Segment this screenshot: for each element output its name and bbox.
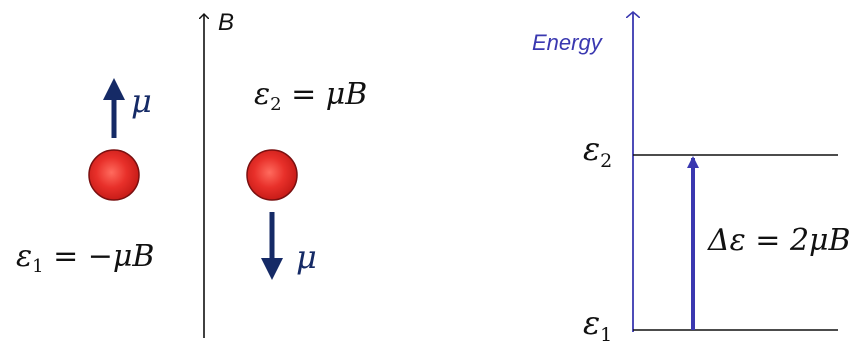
energy-level-2-expression: ε2 = μB — [254, 77, 367, 115]
energy-level-1-expression: ε1 = −μB — [16, 239, 154, 277]
field-label: B — [218, 9, 234, 36]
particle-right — [246, 149, 298, 201]
moment-up-label: μ — [131, 82, 152, 120]
energy-axis-label: Energy — [532, 30, 604, 55]
particle-left — [88, 149, 140, 201]
moment-down-label: μ — [296, 238, 317, 276]
upper-level-label: ε2 — [583, 130, 612, 172]
transition-label: Δε = 2μB — [707, 223, 851, 258]
lower-level-label: ε1 — [583, 304, 612, 346]
